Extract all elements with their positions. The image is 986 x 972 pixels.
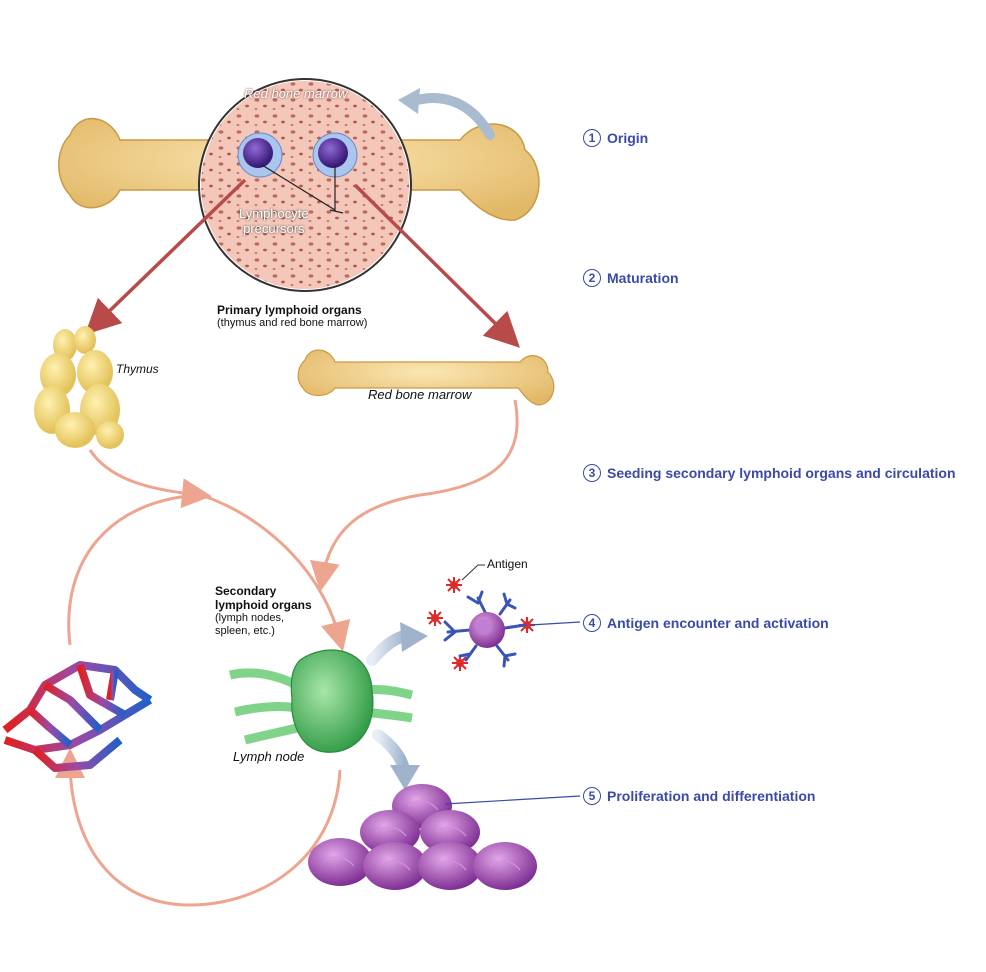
marrow-circle-label: Red bone marrow	[244, 86, 348, 101]
step-number: 4	[583, 614, 601, 632]
step-label: Proliferation and differentiation	[607, 788, 816, 804]
step-origin: 1 Origin	[583, 129, 648, 147]
step-number: 5	[583, 787, 601, 805]
arrow-to-proliferation	[372, 729, 410, 776]
arrow-to-thymus	[84, 178, 247, 335]
step-number: 3	[583, 464, 601, 482]
antigen-label: Antigen	[487, 557, 528, 571]
arrow-thymus-to-circulation	[88, 449, 212, 509]
activated-lymphocyte	[443, 590, 527, 668]
proliferating-lymphocytes	[308, 784, 537, 890]
red-bone-marrow-zoom	[198, 78, 412, 292]
secondary-lymphoid-label: Secondary lymphoid organs (lymph nodes, …	[215, 584, 312, 637]
lymph-node	[228, 649, 414, 753]
lymph-node-label: Lymph node	[233, 749, 305, 764]
step-label: Antigen encounter and activation	[607, 615, 829, 631]
blood-capillary-network	[2, 661, 153, 772]
circulation-loop	[199, 493, 351, 652]
step-label: Origin	[607, 130, 649, 146]
step-proliferation: 5 Proliferation and differentiation	[583, 787, 815, 805]
lymphocyte-precursor	[237, 132, 283, 178]
connector-step5	[444, 795, 581, 805]
step-seeding: 3 Seeding secondary lymphoid organs and …	[583, 464, 956, 482]
step-antigen-encounter: 4 Antigen encounter and activation	[583, 614, 829, 632]
antigen-particles	[427, 577, 535, 671]
origin-arrow	[405, 93, 495, 140]
step-number: 1	[583, 129, 601, 147]
step-maturation: 2 Maturation	[583, 269, 679, 287]
precursors-label: Lymphocyte precursors	[239, 206, 309, 236]
arrow-marrow-to-circulation	[310, 399, 519, 592]
thymus-organ	[34, 326, 124, 449]
step-number: 2	[583, 269, 601, 287]
connector-step4	[529, 621, 581, 626]
bone-marrow-label: Red bone marrow	[368, 387, 472, 402]
step-label: Seeding secondary lymphoid organs and ci…	[607, 465, 956, 481]
arrow-to-antigen-encounter	[366, 630, 411, 666]
lymphocyte-precursor	[312, 132, 358, 178]
primary-lymphoid-label: Primary lymphoid organs (thymus and red …	[217, 303, 368, 329]
femur-bone-lower	[297, 349, 555, 406]
thymus-label: Thymus	[116, 362, 159, 376]
arrow-to-bone-marrow	[353, 183, 520, 348]
step-label: Maturation	[607, 270, 679, 286]
